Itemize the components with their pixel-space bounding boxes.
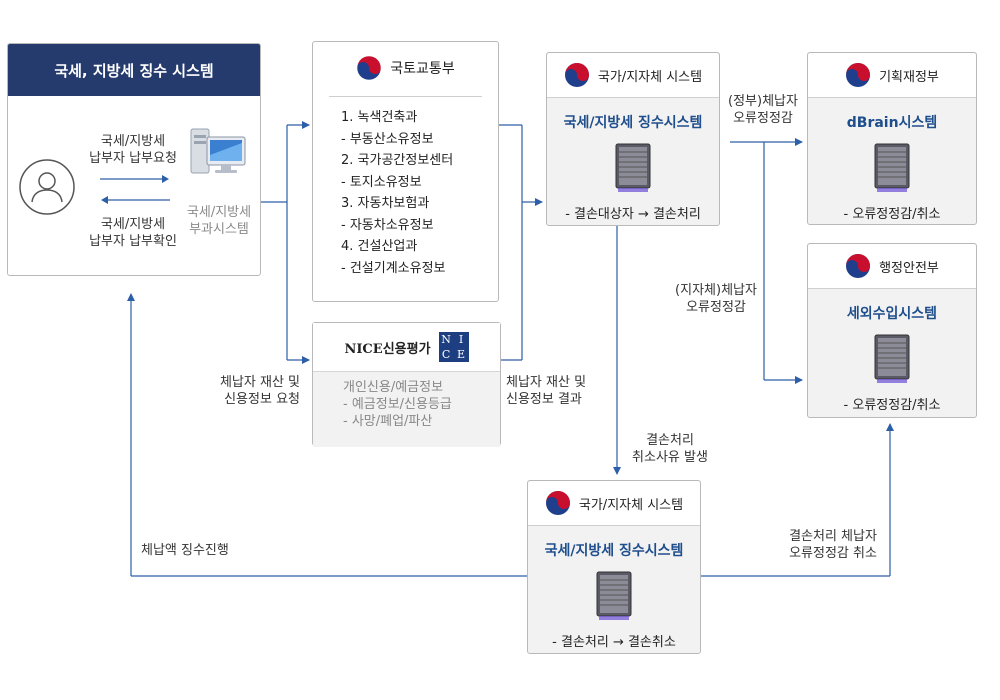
mois-system-name: 세외수입시스템 bbox=[846, 306, 938, 322]
list-item: 2. 국가공간정보센터 bbox=[341, 153, 454, 168]
mois-org-name: 행정안전부 bbox=[879, 260, 939, 276]
nice-org-name: NICE신용평가 bbox=[344, 341, 431, 357]
state-system-top-caption: - 결손대상자 → 결손처리 bbox=[565, 207, 701, 222]
gov-emblem-icon bbox=[357, 55, 382, 81]
mof-box: 기획재정부 dBrain시스템 - 오류정정감/취소 bbox=[807, 52, 977, 225]
state-system-bottom-name: 국세/지방세 징수시스템 bbox=[544, 543, 684, 559]
gov-emblem-icon bbox=[564, 63, 589, 87]
state-system-bottom-header: 국가/지자체 시스템 bbox=[578, 497, 684, 513]
nice-info-list: 개인신용/예금정보 - 예금정보/신용등급 - 사망/폐업/파산 bbox=[313, 372, 500, 447]
molit-box: 국토교통부 1. 녹색건축과 - 부동산소유정보 2. 국가공간정보센터 - 토… bbox=[312, 41, 499, 302]
user-icon bbox=[19, 159, 75, 215]
collection-progress-label: 체납액 징수진행 bbox=[141, 543, 229, 558]
mof-caption: - 오류정정감/취소 bbox=[843, 207, 941, 222]
tax-collection-system-title: 국세, 지방세 징수 시스템 bbox=[8, 44, 260, 96]
state-system-top-header: 국가/지자체 시스템 bbox=[597, 69, 703, 85]
mois-box: 행정안전부 세외수입시스템 - 오류정정감/취소 bbox=[807, 243, 977, 418]
computer-icon bbox=[190, 128, 246, 174]
state-system-top-name: 국세/지방세 징수시스템 bbox=[563, 115, 703, 131]
list-item: 4. 건설산업과 bbox=[341, 239, 418, 254]
gov-emblem-icon bbox=[545, 491, 570, 515]
server-icon bbox=[596, 571, 632, 620]
state-system-bottom-box: 국가/지자체 시스템 국세/지방세 징수시스템 - 결손처리 → 결손취소 bbox=[527, 480, 701, 654]
list-item: 개인신용/예금정보 bbox=[343, 380, 444, 395]
list-item: 3. 자동차보험과 bbox=[341, 196, 430, 211]
server-icon bbox=[874, 334, 910, 383]
mois-caption: - 오류정정감/취소 bbox=[843, 398, 941, 413]
molit-org-name: 국토교통부 bbox=[390, 61, 455, 77]
arrow-left-icon bbox=[101, 196, 170, 204]
gov-emblem-icon bbox=[846, 254, 871, 278]
server-icon bbox=[874, 143, 910, 192]
server-icon bbox=[615, 143, 651, 192]
list-item: - 건설기계소유정보 bbox=[341, 260, 446, 276]
arrow-right-icon bbox=[100, 175, 169, 183]
list-item: 1. 녹색건축과 bbox=[341, 110, 418, 125]
list-item: - 부동산소유정보 bbox=[341, 131, 434, 147]
list-item: - 예금정보/신용등급 bbox=[343, 397, 452, 412]
state-system-bottom-caption: - 결손처리 → 결손취소 bbox=[552, 635, 676, 650]
list-item: - 토지소유정보 bbox=[341, 174, 422, 190]
molit-info-list: 1. 녹색건축과 - 부동산소유정보 2. 국가공간정보센터 - 토지소유정보 … bbox=[313, 97, 498, 279]
mof-system-name: dBrain시스템 bbox=[846, 115, 938, 131]
list-item: - 자동차소유정보 bbox=[341, 217, 434, 233]
gov-emblem-icon bbox=[846, 63, 871, 87]
mof-org-name: 기획재정부 bbox=[879, 69, 939, 85]
molit-divider bbox=[329, 96, 482, 97]
state-system-top-box: 국가/지자체 시스템 국세/지방세 징수시스템 - 결손대상자 → 결손처리 bbox=[546, 52, 720, 226]
list-item: - 사망/폐업/파산 bbox=[343, 414, 433, 429]
